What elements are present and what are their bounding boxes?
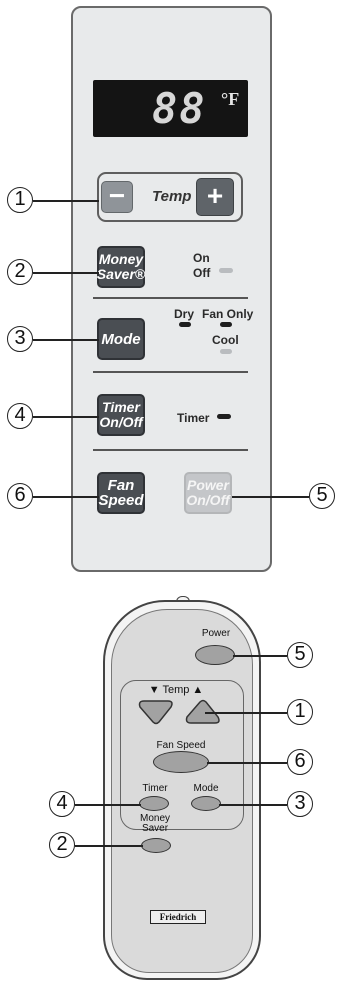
callout-leader — [75, 845, 143, 847]
temp-control-group — [97, 172, 243, 222]
callout-leader — [33, 496, 99, 498]
remote-power-label: Power — [201, 628, 231, 639]
money-saver-line2: Saver® — [96, 266, 146, 282]
callout-leader — [205, 712, 287, 714]
remote-money-saver-line2: Saver — [141, 823, 169, 834]
timer-line1: Timer — [102, 399, 140, 415]
remote-callout-4: 4 — [49, 791, 75, 817]
friedrich-logo: Friedrich — [150, 910, 206, 924]
callout-4: 4 — [7, 403, 33, 429]
callout-1: 1 — [7, 187, 33, 213]
remote-power-button[interactable] — [195, 645, 235, 665]
off-label: Off — [193, 266, 211, 280]
fan-speed-line1: Fan — [107, 477, 135, 494]
callout-3: 3 — [7, 326, 33, 352]
temp-down-button[interactable]: − — [101, 181, 133, 213]
remote-callout-6: 6 — [287, 749, 313, 775]
temp-label: Temp — [152, 188, 192, 205]
fan-only-label: Fan Only — [202, 307, 254, 321]
remote-mode-button[interactable] — [191, 796, 221, 811]
remote-money-saver-line1: Money — [139, 813, 170, 824]
callout-leader — [33, 416, 99, 418]
divider — [93, 371, 248, 373]
display-unit: °F — [221, 89, 240, 109]
callout-leader — [75, 804, 141, 806]
dry-label: Dry — [174, 307, 195, 321]
temp-up-button[interactable]: + — [196, 178, 234, 216]
callout-5: 5 — [309, 483, 335, 509]
remote-timer-label: Timer — [142, 783, 168, 794]
callout-leader — [207, 762, 287, 764]
remote-temp-up-button[interactable] — [183, 697, 223, 727]
callout-2: 2 — [7, 259, 33, 285]
timer-indicator-led — [217, 414, 231, 419]
remote-callout-5: 5 — [287, 642, 313, 668]
on-label: On — [193, 251, 210, 265]
display-digits: 88 — [152, 84, 207, 133]
power-line2: On/Off — [186, 492, 230, 508]
callout-leader — [33, 339, 99, 341]
power-line1: Power — [186, 477, 229, 493]
temperature-display — [93, 80, 248, 137]
cool-label: Cool — [212, 333, 239, 347]
remote-callout-1: 1 — [287, 699, 313, 725]
divider — [93, 297, 248, 299]
remote-callout-2: 2 — [49, 832, 75, 858]
timer-indicator-label: Timer — [177, 411, 210, 425]
callout-leader — [232, 496, 309, 498]
callout-leader — [219, 804, 287, 806]
timer-line2: On/Off — [99, 414, 143, 430]
mode-button[interactable]: Mode — [97, 318, 145, 360]
mode-button-label: Mode — [101, 330, 141, 348]
remote-money-saver-button[interactable] — [141, 838, 171, 853]
remote-fan-speed-label: Fan Speed — [156, 740, 206, 751]
remote-mode-label: Mode — [193, 783, 219, 794]
callout-leader — [33, 272, 99, 274]
fan-only-indicator-led — [220, 322, 232, 327]
remote-button-recess — [120, 680, 244, 830]
callout-leader — [233, 655, 287, 657]
divider — [93, 449, 248, 451]
remote-callout-3: 3 — [287, 791, 313, 817]
remote-temp-down-button[interactable] — [136, 697, 176, 727]
money-saver-indicator-led — [219, 268, 233, 273]
remote-timer-button[interactable] — [139, 796, 169, 811]
callout-6: 6 — [7, 483, 33, 509]
remote-temp-label: ▼ Temp ▲ — [148, 684, 204, 696]
money-saver-line1: Money — [98, 251, 144, 267]
callout-leader — [33, 200, 99, 202]
dry-indicator-led — [179, 322, 191, 327]
cool-indicator-led — [220, 349, 232, 354]
remote-fan-speed-button[interactable] — [153, 751, 209, 773]
fan-speed-line2: Speed — [98, 492, 144, 509]
